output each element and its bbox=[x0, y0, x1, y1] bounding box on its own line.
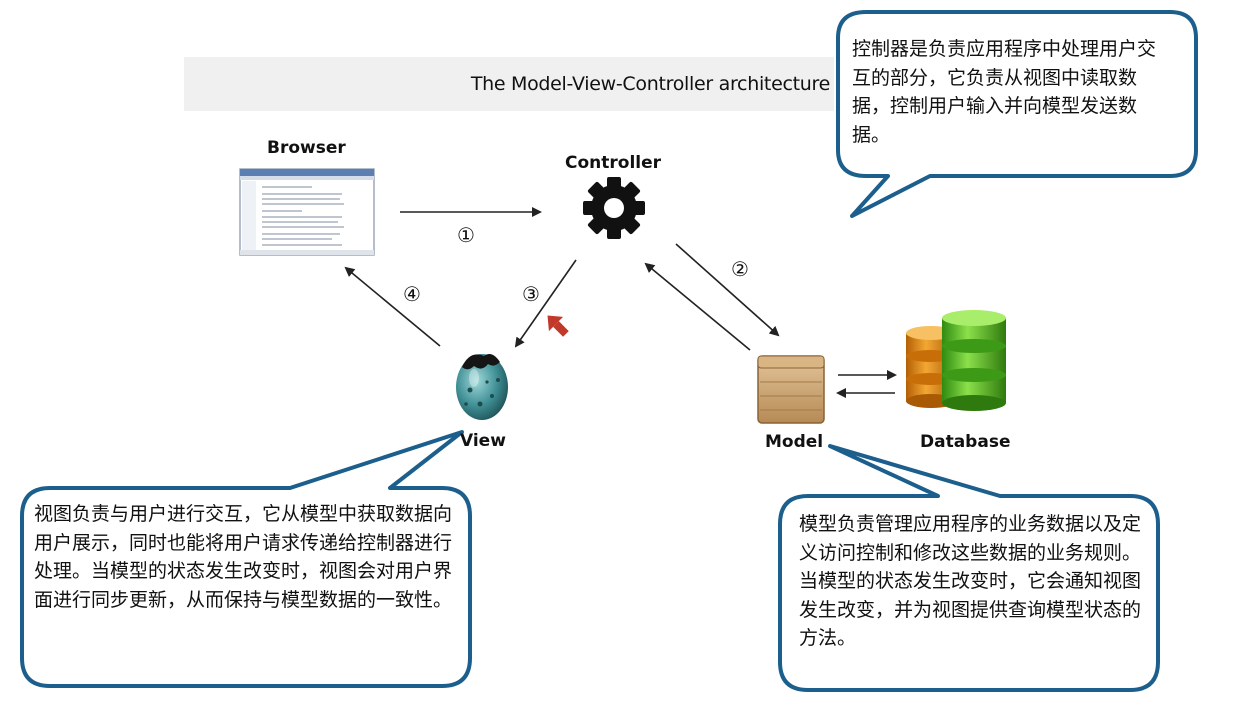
arrow-controller-to-view bbox=[514, 259, 577, 348]
step-number-1: ① bbox=[457, 223, 475, 247]
arrow-view-to-browser bbox=[344, 266, 441, 347]
title-band bbox=[184, 57, 834, 111]
controller-label: Controller bbox=[565, 153, 662, 173]
model-callout-text: 模型负责管理应用程序的业务数据以及定义访问控制和修改这些数据的业务规则。当模型的… bbox=[799, 513, 1142, 649]
arrow-controller-to-model bbox=[675, 243, 780, 337]
crate-icon bbox=[757, 355, 825, 424]
gear-icon bbox=[583, 177, 645, 239]
diagram-title: The Model-View-Controller architecture bbox=[470, 73, 830, 95]
view-callout-bubble bbox=[20, 430, 472, 688]
database-icon bbox=[906, 310, 1006, 411]
model-callout-bubble bbox=[778, 444, 1160, 692]
step-number-4: ④ bbox=[403, 282, 421, 306]
arrow-model-to-controller bbox=[644, 262, 751, 351]
view-callout-text: 视图负责与用户进行交互，它从模型中获取数据向用户展示，同时也能将用户请求传递给控… bbox=[34, 503, 453, 611]
view-label: View bbox=[460, 431, 506, 451]
step-number-3: ③ bbox=[522, 282, 540, 306]
controller-callout-text: 控制器是负责应用程序中处理用户交互的部分，它负责从视图中读取数据，控制用户输入并… bbox=[852, 38, 1157, 146]
browser-screenshot-icon bbox=[239, 168, 375, 256]
browser-label: Browser bbox=[267, 138, 346, 158]
model-label: Model bbox=[765, 432, 824, 452]
controller-callout-bubble bbox=[836, 10, 1198, 218]
red-arrow-icon bbox=[547, 315, 569, 337]
egg-icon bbox=[456, 354, 508, 420]
step-number-2: ② bbox=[731, 257, 749, 281]
database-label: Database bbox=[920, 432, 1011, 452]
